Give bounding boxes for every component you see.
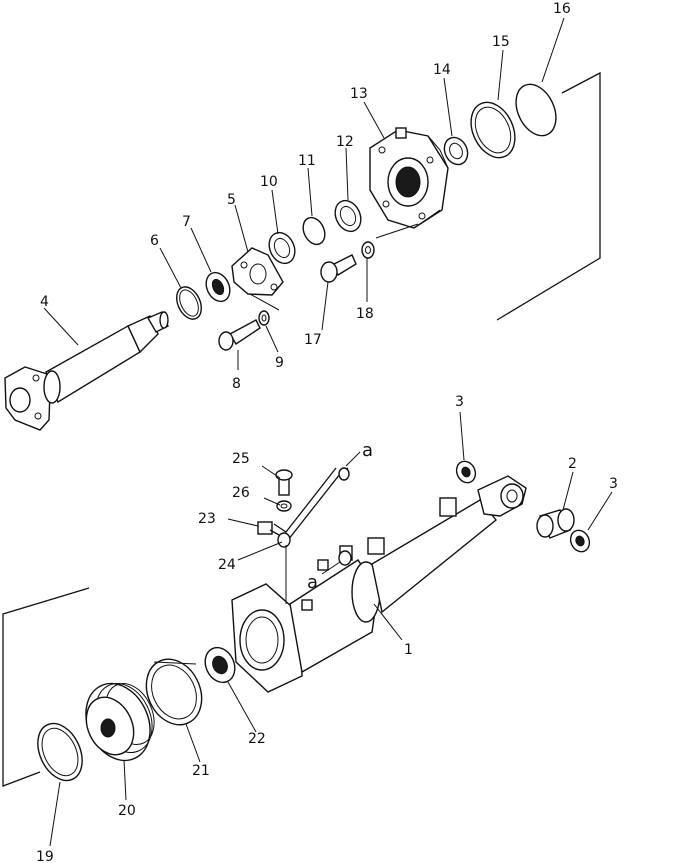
part-3-seal-upper [455,460,477,484]
callout-21: 21 [192,763,210,779]
callout-8: 8 [232,376,241,392]
callout-7: 7 [182,214,191,230]
leader-lines [43,17,613,847]
callout-14: 14 [433,62,451,78]
part-14-bushing [443,136,469,166]
part-20-piston [85,682,155,762]
callout-16: 16 [553,1,571,17]
part-18-washer [361,241,375,259]
callout-24: 24 [218,557,236,573]
callout-10: 10 [260,174,278,190]
callout-3-upper: 3 [455,394,464,410]
callout-a-lower: a [307,572,318,593]
part-11-o-ring [302,216,326,246]
part-2-bushing [536,508,575,539]
part-12-seal [334,199,362,233]
upper-group-bracket [496,71,601,321]
callout-15: 15 [492,34,510,50]
callout-20: 20 [118,803,136,819]
callout-labels: 1 2 3 3 4 5 6 7 8 9 10 11 12 13 14 15 16… [36,1,618,863]
part-10-seal [268,231,296,265]
part-17-bolt [320,254,357,283]
part-7-bushing [205,271,231,303]
callout-26: 26 [232,485,250,501]
callout-5: 5 [227,192,236,208]
callout-9: 9 [275,355,284,371]
callout-6: 6 [150,233,159,249]
callout-18: 18 [356,306,374,322]
callout-13: 13 [350,86,368,102]
part-21-wear-ring [145,658,203,726]
callout-a-upper: a [362,440,373,461]
callout-19: 19 [36,849,54,863]
part-25-bolt [275,469,293,496]
callout-2: 2 [568,456,577,472]
part-8-bolt [218,319,261,351]
callout-25: 25 [232,451,250,467]
callout-1: 1 [404,642,413,658]
lower-group-bracket [2,587,90,787]
part-9-washer [258,310,270,326]
part-15-backup-ring [470,101,516,159]
part-3-seal-right [569,529,591,553]
callout-23: 23 [198,511,216,527]
callout-22: 22 [248,731,266,747]
part-19-o-ring [37,722,83,782]
part-26-washer [276,500,292,512]
callout-12: 12 [336,134,354,150]
part-22-bushing [204,646,236,684]
part-1-cylinder-tube [231,475,527,693]
callout-4: 4 [40,294,49,310]
callout-11: 11 [298,153,316,169]
part-6-o-ring [176,286,202,320]
part-5-retainer [231,247,284,311]
callout-17: 17 [304,332,322,348]
part-24-tube [269,467,350,604]
part-23-elbow [257,521,273,535]
part-13-cylinder-head [369,127,449,239]
callout-3-right: 3 [609,476,618,492]
part-4-piston-rod [4,311,169,431]
part-16-o-ring [515,83,557,137]
fitting-a-lower [338,550,352,566]
